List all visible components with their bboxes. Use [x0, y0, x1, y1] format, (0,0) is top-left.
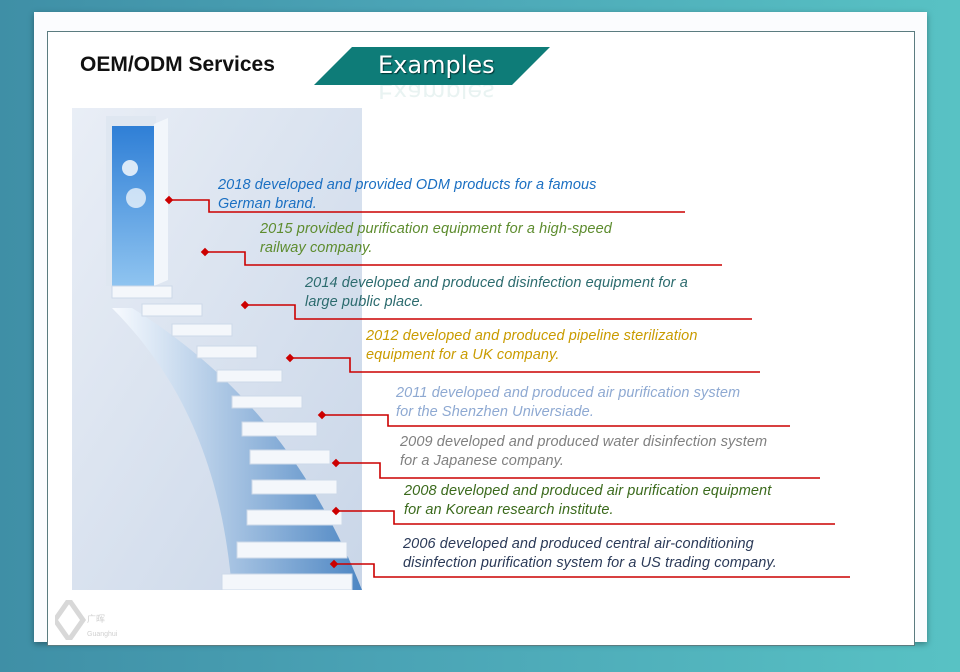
timeline-dot-icon	[240, 300, 250, 310]
timeline-dot-icon	[285, 353, 295, 363]
timeline-entry-text: 2008 developed and produced air purifica…	[404, 483, 772, 499]
timeline-entry: 2015 provided purification equipment for…	[260, 220, 612, 258]
connector-line	[205, 251, 722, 266]
timeline-dot-icon	[164, 195, 174, 205]
timeline-entry: 2008 developed and produced air purifica…	[404, 482, 771, 520]
connector-line	[322, 414, 790, 427]
page-title: OEM/ODM Services	[80, 53, 275, 76]
timeline-entry: 2011 developed and produced air purifica…	[396, 384, 740, 422]
timeline-dot-icon	[317, 410, 327, 420]
timeline-dot-icon	[331, 506, 341, 516]
svg-text:Guanghui: Guanghui	[87, 631, 118, 638]
timeline-entry: 2018 developed and provided ODM products…	[218, 176, 597, 214]
timeline-entry: 2014 developed and produced disinfection…	[305, 274, 688, 312]
examples-badge: Examples	[378, 51, 495, 79]
timeline-entry-text: 2015 provided purification equipment for…	[260, 221, 612, 237]
timeline-entry-text: 2006 developed and produced central air-…	[403, 536, 754, 552]
timeline-entry-text: equipment for a UK company.	[366, 347, 560, 363]
timeline-entry-text: large public place.	[305, 294, 424, 310]
timeline-dot-icon	[200, 247, 210, 257]
timeline-entry-text: 2014 developed and produced disinfection…	[305, 275, 688, 291]
timeline-dot-icon	[331, 458, 341, 468]
timeline-dot-icon	[329, 559, 339, 569]
connector-line	[336, 462, 820, 479]
timeline-entry-text: German brand.	[218, 196, 317, 212]
timeline-entry: 2012 developed and produced pipeline ste…	[366, 327, 698, 365]
connector-line	[334, 563, 850, 578]
timeline-entry: 2006 developed and produced central air-…	[403, 535, 777, 573]
timeline-entry-text: railway company.	[260, 240, 373, 256]
connector-line	[290, 357, 760, 373]
timeline-entry-text: for an Korean research institute.	[404, 502, 614, 518]
connector-line	[336, 510, 835, 525]
timeline-entry-text: for a Japanese company.	[400, 453, 565, 469]
connector-line	[245, 304, 752, 320]
timeline-entry-text: 2018 developed and provided ODM products…	[218, 177, 597, 193]
timeline-entry-text: 2009 developed and produced water disinf…	[400, 434, 768, 450]
svg-text:广晖: 广晖	[87, 613, 105, 624]
badge-shape	[314, 47, 550, 85]
connector-line	[169, 199, 685, 213]
timeline-entry-text: disinfection purification system for a U…	[403, 555, 777, 571]
staircase-illustration	[72, 108, 362, 590]
timeline-entry-text: 2012 developed and produced pipeline ste…	[366, 328, 698, 344]
timeline-entry-text: for the Shenzhen Universiade.	[396, 404, 594, 420]
timeline-entry: 2009 developed and produced water disinf…	[400, 433, 767, 471]
timeline-entry-text: 2011 developed and produced air purifica…	[396, 385, 741, 401]
company-logo: 广晖 Guanghui	[55, 600, 118, 640]
